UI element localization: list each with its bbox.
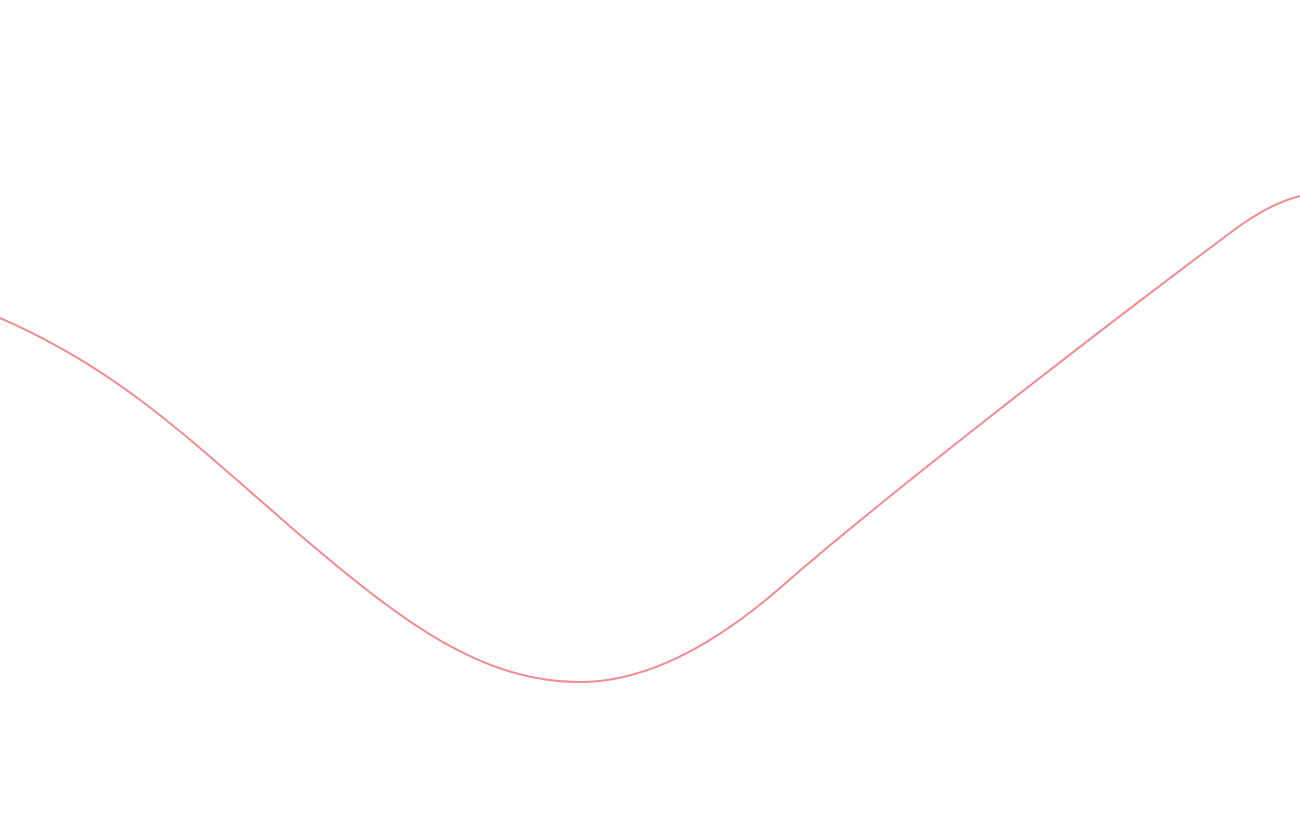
wave-curve xyxy=(0,195,1300,684)
